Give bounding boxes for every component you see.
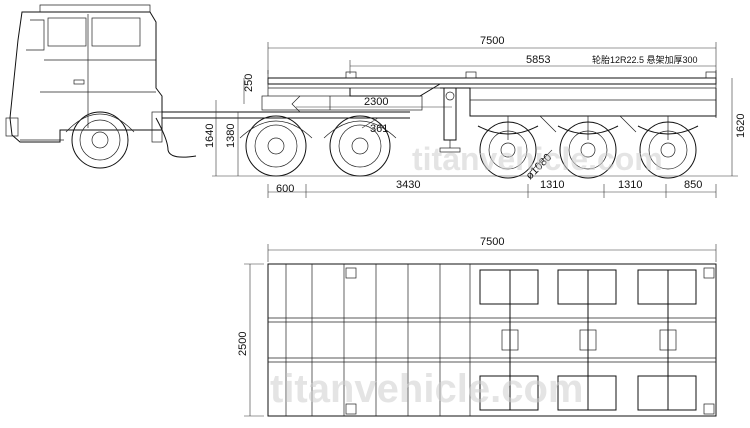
top-axle-2 (557, 269, 617, 411)
top-view: 7500 2500 (237, 236, 717, 417)
trailer-axles (479, 121, 697, 179)
kingpin-to-wheel-label: 2300 (364, 96, 388, 108)
front-overhang-label: 600 (276, 183, 294, 195)
tractor-cab (5, 4, 197, 169)
height-1640-label: 1640 (204, 124, 216, 148)
tractor-wheel-dia-label: 361 (370, 123, 388, 135)
watermark-top: titanvehicle.com (412, 141, 663, 177)
watermark-bottom: titanvehicle.com (270, 367, 583, 411)
trailer-deck (267, 70, 717, 153)
frame-height-label: 250 (243, 74, 255, 92)
side-dimension-labels: 7500 5853 轮胎12R22.5 悬架加厚300 250 2300 164… (204, 35, 747, 195)
top-axle-1 (479, 269, 539, 411)
rear-overhang-label: 850 (684, 179, 702, 191)
overall-length-label: 7500 (480, 35, 504, 47)
top-overall-width-label: 2500 (237, 332, 249, 356)
axle-spacing-1-label: 1310 (540, 179, 564, 191)
tire-note-label: 轮胎12R22.5 悬架加厚300 (592, 54, 698, 65)
kingpin-to-axle-label: 3430 (396, 179, 420, 191)
side-view: 7500 5853 轮胎12R22.5 悬架加厚300 250 2300 164… (5, 4, 747, 198)
top-overall-length-label: 7500 (480, 236, 504, 248)
side-dimensions (212, 42, 738, 198)
height-1380-label: 1380 (225, 124, 237, 148)
height-1620-label: 1620 (735, 114, 747, 138)
top-axle-3 (637, 269, 697, 411)
deck-length-label: 5853 (526, 54, 550, 66)
axle-spacing-2-label: 1310 (618, 179, 642, 191)
